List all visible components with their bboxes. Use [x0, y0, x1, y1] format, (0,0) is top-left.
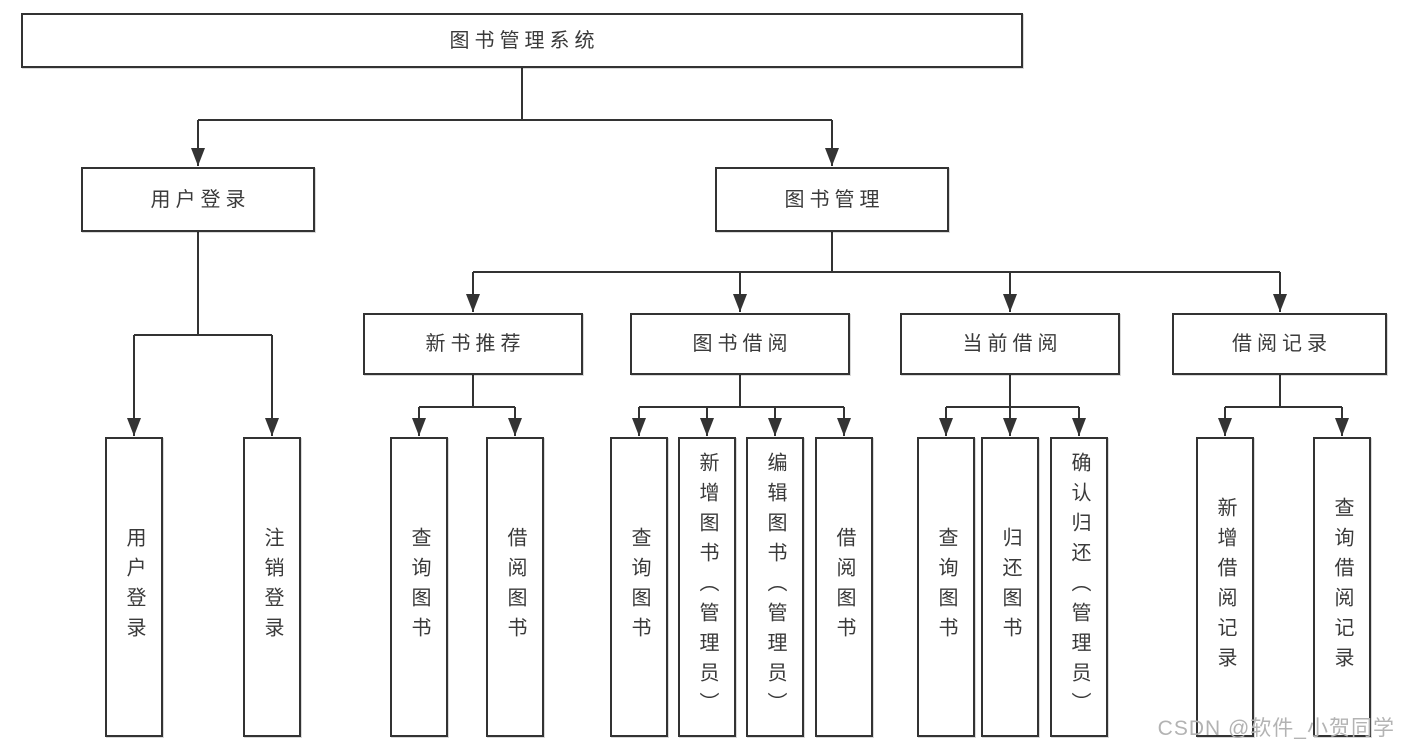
leaf-borrowing-edit-books-admin: 编辑图书（管理员） — [746, 437, 804, 737]
node-user-login: 用户登录 — [81, 167, 315, 232]
connector-strokes — [133, 68, 1343, 436]
leaf-current-confirm-return-admin: 确认归还（管理员） — [1050, 437, 1108, 737]
leaf-recommend-borrow-books: 借阅图书 — [486, 437, 544, 737]
leaf-current-return-books: 归还图书 — [981, 437, 1039, 737]
leaf-recommend-query-books: 查询图书 — [390, 437, 448, 737]
arrowheads — [127, 148, 1349, 436]
leaf-borrowing-query-books: 查询图书 — [610, 437, 668, 737]
leaf-records-query-record: 查询借阅记录 — [1313, 437, 1371, 737]
csdn-watermark: CSDN @软件_小贺同学 — [1157, 717, 1395, 740]
leaf-records-add-record: 新增借阅记录 — [1196, 437, 1254, 737]
node-new-book-recommend: 新书推荐 — [363, 313, 583, 375]
leaf-borrowing-add-books-admin: 新增图书（管理员） — [678, 437, 736, 737]
node-root: 图书管理系统 — [21, 13, 1023, 68]
node-book-borrowing: 图书借阅 — [630, 313, 850, 375]
leaf-current-query-books: 查询图书 — [917, 437, 975, 737]
node-current-borrowing: 当前借阅 — [900, 313, 1120, 375]
leaf-user-login: 用户登录 — [105, 437, 163, 737]
leaf-logout-login: 注销登录 — [243, 437, 301, 737]
node-book-management: 图书管理 — [715, 167, 949, 232]
node-borrowing-records: 借阅记录 — [1172, 313, 1387, 375]
leaf-borrowing-borrow-books: 借阅图书 — [815, 437, 873, 737]
